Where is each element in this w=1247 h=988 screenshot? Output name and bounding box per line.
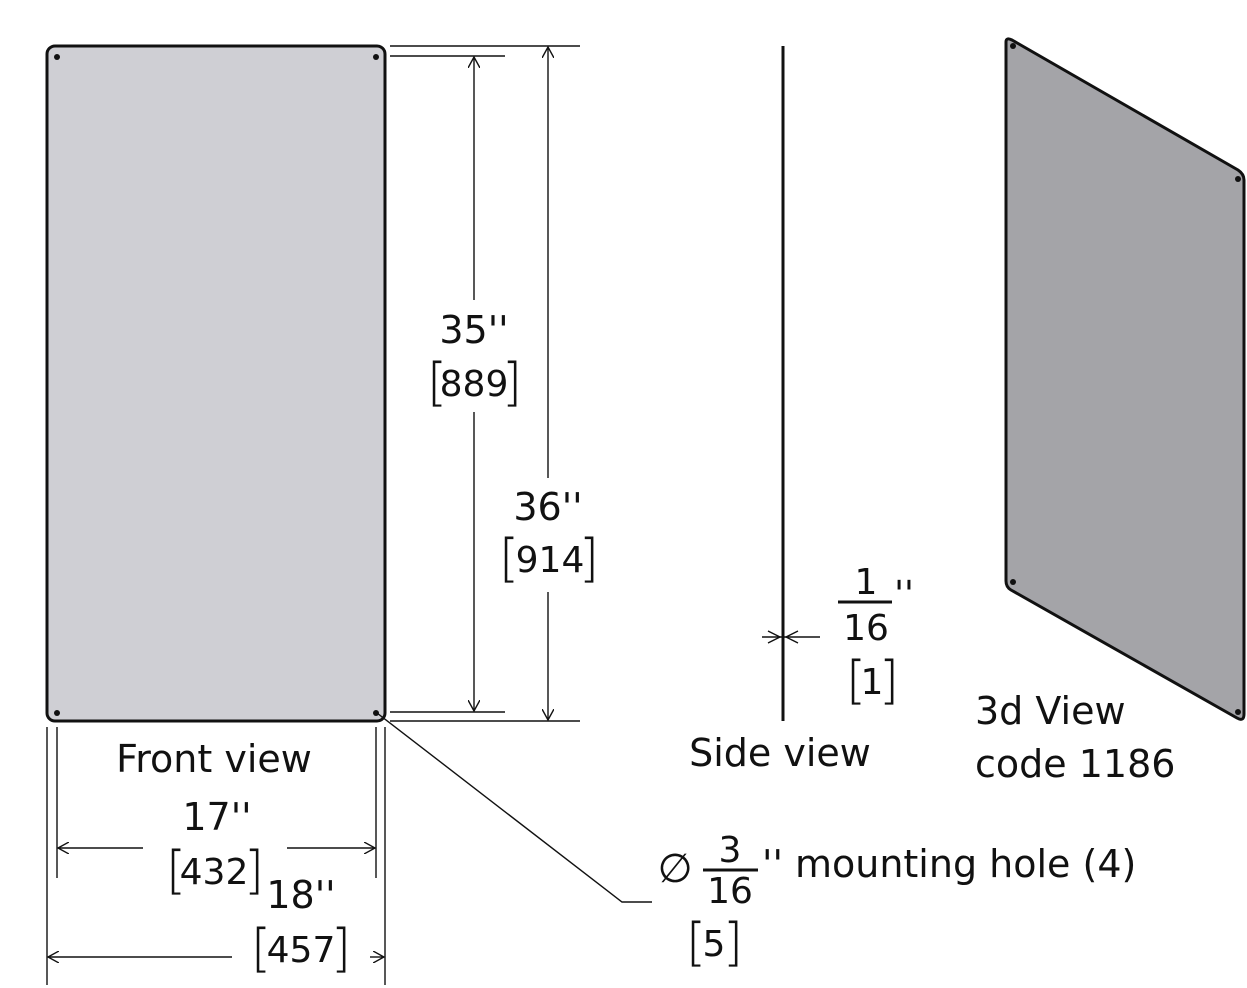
hole-bracket-right: ] <box>723 913 743 973</box>
height-inner-bracket-right: ] <box>502 353 522 413</box>
front-panel <box>45 44 387 723</box>
thickness-mm: 1 <box>861 662 884 703</box>
mounting-hole-bottom-right <box>373 710 379 716</box>
product-code-label: code 1186 <box>975 742 1175 786</box>
hole-description: '' mounting hole (4) <box>762 842 1136 886</box>
thickness-arrow-left <box>767 630 782 644</box>
iso-hole-top-right <box>1235 176 1241 182</box>
width-inner-bracket-right: ] <box>244 841 264 901</box>
iso-view-label: 3d View <box>975 689 1126 733</box>
height-outer-bracket-left: [ <box>499 529 519 589</box>
iso-panel <box>1004 37 1246 721</box>
height-outer-mm: 914 <box>516 540 585 581</box>
thickness-fraction-numerator: 1 <box>855 562 878 603</box>
iso-hole-top-left <box>1010 43 1016 49</box>
width-inner-in: 17'' <box>182 795 251 839</box>
thickness-fraction-denominator: 16 <box>843 608 889 649</box>
hole-diameter-symbol: ∅ <box>658 846 693 892</box>
mounting-hole-bottom-left <box>54 710 60 716</box>
hole-fraction-numerator: 3 <box>719 830 742 871</box>
height-inner-bracket-left: [ <box>427 353 447 413</box>
hole-fraction-denominator: 16 <box>707 871 753 912</box>
width-outer-bracket-right: ] <box>331 919 351 979</box>
hole-mm: 5 <box>703 924 726 965</box>
mounting-hole-top-right <box>373 54 379 60</box>
front-view-label: Front view <box>116 737 312 781</box>
iso-hole-bottom-right <box>1235 709 1241 715</box>
height-inner-mm: 889 <box>440 364 509 405</box>
width-inner-bracket-left: [ <box>166 841 186 901</box>
mounting-hole-top-left <box>54 54 60 60</box>
width-inner-mm: 432 <box>180 852 249 893</box>
height-outer-in: 36'' <box>513 485 582 529</box>
mounting-hole-leader <box>376 712 652 903</box>
width-outer-mm: 457 <box>267 930 336 971</box>
side-view-label: Side view <box>689 731 871 775</box>
thickness-arrow-right <box>784 630 799 644</box>
width-outer-bracket-left: [ <box>251 919 271 979</box>
thickness-bracket-right: ] <box>879 651 899 711</box>
thickness-bracket-left: [ <box>846 651 866 711</box>
iso-hole-bottom-left <box>1010 579 1016 585</box>
height-outer-bracket-right: ] <box>579 529 599 589</box>
height-inner-in: 35'' <box>439 308 508 352</box>
hole-bracket-left: [ <box>686 913 706 973</box>
width-outer-in: 18'' <box>266 873 335 917</box>
thickness-unit: '' <box>894 574 914 615</box>
